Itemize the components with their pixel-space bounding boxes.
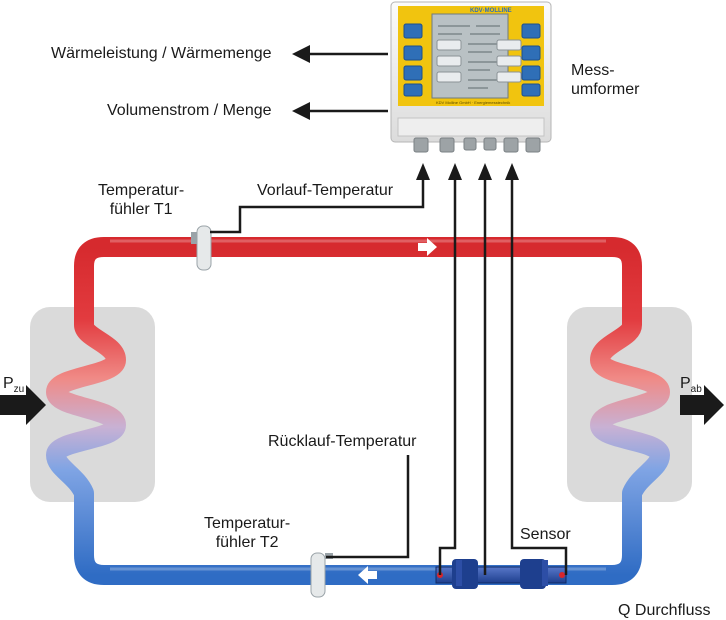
device-brand: KDV·MOLLINE	[470, 8, 512, 14]
power-out-arrow	[680, 385, 724, 425]
label-return-temp: Rücklauf-Temperatur	[268, 433, 417, 450]
signal-lines	[210, 178, 568, 575]
label-heat-output: Wärmeleistung / Wärmemenge	[51, 45, 272, 62]
power-in-arrow	[0, 385, 46, 425]
label-power-in: Pzu	[3, 374, 24, 399]
signal-arrowheads	[416, 163, 519, 180]
cable-glands	[413, 137, 541, 153]
pipe-loop	[46, 237, 670, 585]
label-transmitter: Mess- umformer	[571, 61, 639, 99]
label-sensor-t1-line1: Temperatur-	[98, 182, 185, 199]
flow-sensor	[435, 559, 567, 589]
label-sensor-t1: Temperatur- fühler T1	[98, 181, 184, 219]
label-power-out-main: P	[680, 375, 691, 392]
label-sensor-t2-line1: Temperatur-	[204, 515, 291, 532]
device-footer: KDV Molline GmbH · Energiemesstechnik	[436, 100, 511, 105]
measuring-transmitter	[390, 1, 552, 153]
label-power-in-sub: zu	[13, 384, 25, 395]
label-flow: Q Durchfluss	[618, 602, 711, 619]
label-power-in-main: P	[3, 375, 14, 392]
label-transmitter-line1: Mess-	[571, 62, 615, 79]
label-supply-temp: Vorlauf-Temperatur	[257, 182, 394, 199]
flow-arrow-return	[358, 566, 377, 584]
label-sensor-t2-line2: fühler T2	[215, 534, 279, 551]
flow-arrow-supply	[418, 238, 437, 256]
output-arrows	[292, 45, 388, 120]
device-buttons	[403, 23, 541, 97]
temperature-sensor-t1	[191, 225, 212, 271]
label-sensor-t2: Temperatur- fühler T2	[204, 514, 290, 552]
label-sensor: Sensor	[520, 526, 571, 543]
label-power-out-sub: ab	[690, 384, 702, 395]
label-volume-flow: Volumenstrom / Menge	[107, 102, 272, 119]
label-transmitter-line2: umformer	[571, 81, 640, 98]
label-sensor-t1-line2: fühler T1	[109, 201, 173, 218]
label-power-out: Pab	[680, 374, 702, 399]
